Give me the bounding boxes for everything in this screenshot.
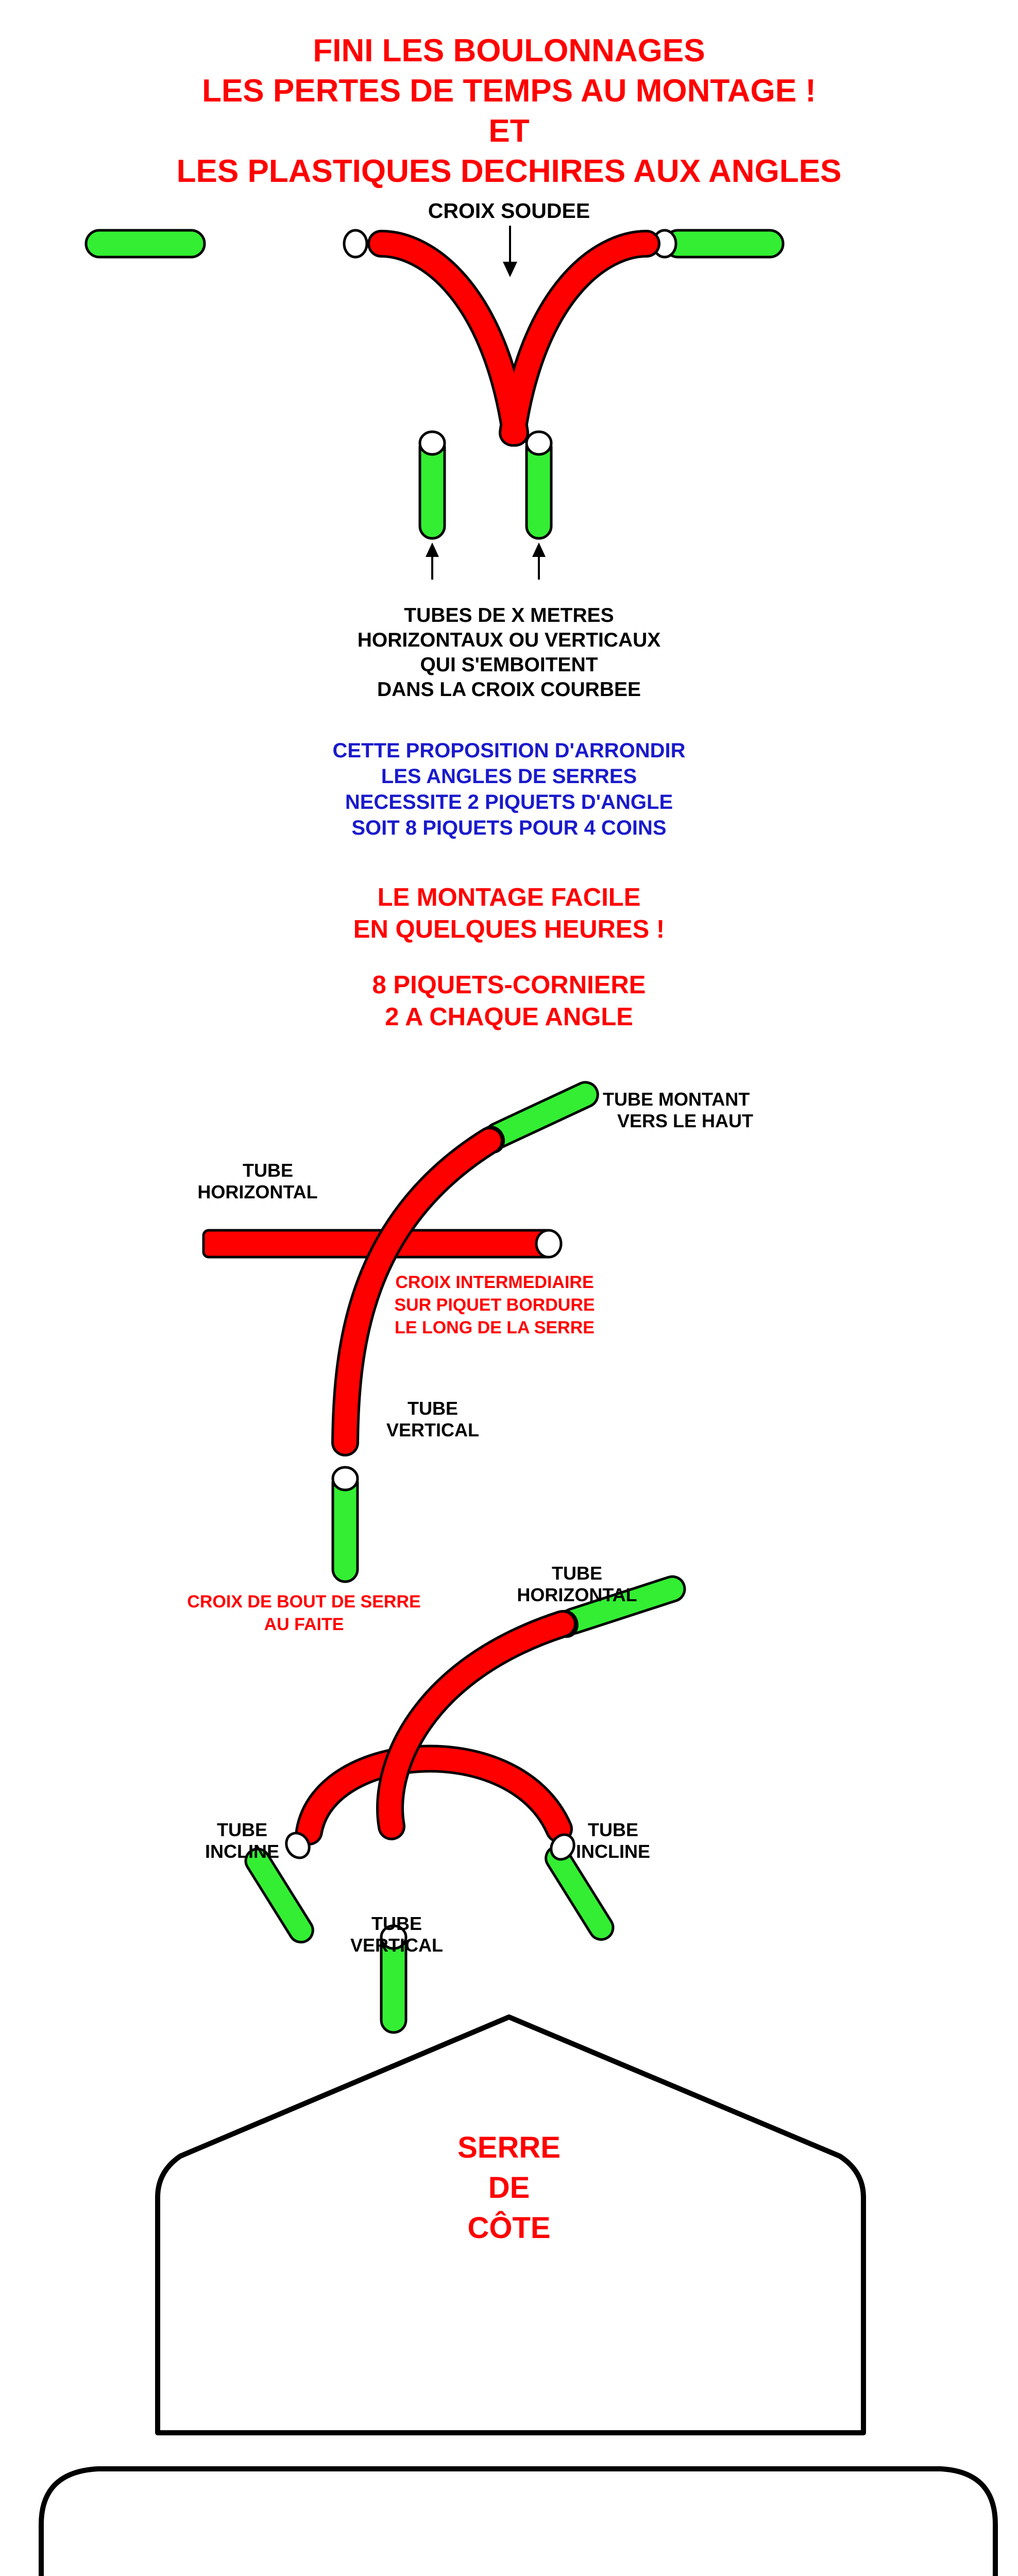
figure2-label-tube-vertical-line2: VERTICAL	[386, 1419, 479, 1440]
red-arch	[298, 1747, 570, 1843]
figure2-label-croix-line1: CROIX INTERMEDIAIRE	[395, 1273, 594, 1292]
headline-line-2: LES PERTES DE TEMPS AU MONTAGE !	[202, 73, 816, 109]
figure2-label-tube-horizontal-line2: HORIZONTAL	[197, 1181, 318, 1202]
tube-left-socket	[343, 229, 368, 259]
greenhouse-side-label-line2: DE	[488, 2171, 530, 2205]
figure3-end-cross-diagram	[244, 1575, 686, 2034]
tube-incline-right-socket	[550, 1833, 575, 1861]
red-curve-left-down	[501, 232, 658, 444]
greenhouse-front-outline	[39, 2466, 998, 2576]
greenhouse-side-label-line3: CÔTE	[467, 2211, 551, 2245]
down-arrow-icon	[503, 226, 517, 277]
tube-vertical-center-socket	[380, 1924, 408, 1950]
headline-line-3: ET	[488, 113, 530, 149]
tube-vertical-left-socket	[418, 430, 446, 456]
headline-line-1: FINI LES BOULONNAGES	[313, 33, 705, 69]
blue-block-line-1: CETTE PROPOSITION D'ARRONDIR	[332, 739, 686, 762]
figure2-label-tube-vertical-line1: TUBE	[408, 1398, 458, 1419]
figure1-caption-line-4: DANS LA CROIX COURBEE	[377, 679, 641, 701]
figure3-label-incline-right-line2: INCLINE	[576, 1841, 650, 1862]
figure2-label-croix-line2: SUR PIQUET BORDURE	[394, 1295, 595, 1315]
figure2-label-croix-line3: LE LONG DE LA SERRE	[395, 1318, 595, 1337]
blue-block-line-3: NECESSITE 2 PIQUETS D'ANGLE	[345, 791, 673, 814]
figure3-label-incline-left-line2: INCLINE	[205, 1841, 279, 1862]
greenhouse-side-shape	[155, 2014, 866, 2435]
figure3-label-tube-horizontal-line1: TUBE	[552, 1563, 602, 1584]
figure1-caption-line-1: TUBES DE X METRES	[404, 604, 614, 626]
figure1-title: CROIX SOUDEE	[428, 199, 590, 223]
greenhouse-side-label-line1: SERRE	[457, 2131, 561, 2164]
tube-vertical-socket	[331, 1466, 359, 1492]
figure3-label-vertical-line2: VERTICAL	[350, 1935, 443, 1956]
tube-green-right	[663, 229, 785, 259]
greenhouse-side-outline	[155, 2014, 866, 2435]
figure1-caption-line-2: HORIZONTAUX OU VERTICAUX	[357, 629, 661, 651]
figure3-label-tube-horizontal-line2: HORIZONTAL	[517, 1584, 637, 1605]
figure3-label-incline-right-line1: TUBE	[588, 1819, 638, 1840]
blue-block-line-2: LES ANGLES DE SERRES	[381, 765, 637, 788]
figure1-welded-cross-diagram	[84, 226, 785, 580]
figure3-label-croix-line2: AU FAITE	[264, 1615, 344, 1634]
red-elbow	[334, 1129, 501, 1454]
figure3-label-croix-line1: CROIX DE BOUT DE SERRE	[187, 1592, 421, 1612]
red-block-line-3: 8 PIQUETS-CORNIERE	[372, 971, 646, 999]
figure1-caption-line-3: QUI S'EMBOITENT	[420, 654, 598, 676]
tube-incline-left-socket	[285, 1832, 311, 1859]
figure3-label-vertical-line1: TUBE	[371, 1913, 422, 1934]
red-block-line-1: LE MONTAGE FACILE	[377, 884, 641, 911]
tube-vertical-right-socket	[525, 430, 553, 456]
figure2-label-tube-horizontal-line1: TUBE	[243, 1160, 293, 1181]
figure2-intermediate-cross-diagram	[202, 1081, 599, 1583]
tube-green-incline-left	[244, 1848, 314, 1944]
blue-block-line-4: SOIT 8 PIQUETS POUR 4 COINS	[351, 817, 667, 839]
up-arrow-left-icon	[426, 543, 439, 580]
figure2-label-tube-montant-line2: VERS LE HAUT	[617, 1110, 754, 1131]
red-block-line-2: EN QUELQUES HEURES !	[353, 916, 665, 943]
tube-horizontal-socket	[535, 1229, 563, 1259]
red-block-line-4: 2 A CHAQUE ANGLE	[385, 1003, 633, 1031]
red-curve-right-down	[370, 232, 527, 444]
up-arrow-right-icon	[532, 543, 546, 580]
tube-green-left	[84, 229, 206, 259]
greenhouse-front-shape	[39, 2466, 998, 2576]
headline-line-4: LES PLASTIQUES DECHIRES AUX ANGLES	[176, 154, 842, 189]
red-rising	[379, 1613, 574, 1838]
figure2-label-tube-montant-line1: TUBE MONTANT	[603, 1089, 750, 1110]
figure3-label-incline-left-line1: TUBE	[217, 1819, 267, 1840]
